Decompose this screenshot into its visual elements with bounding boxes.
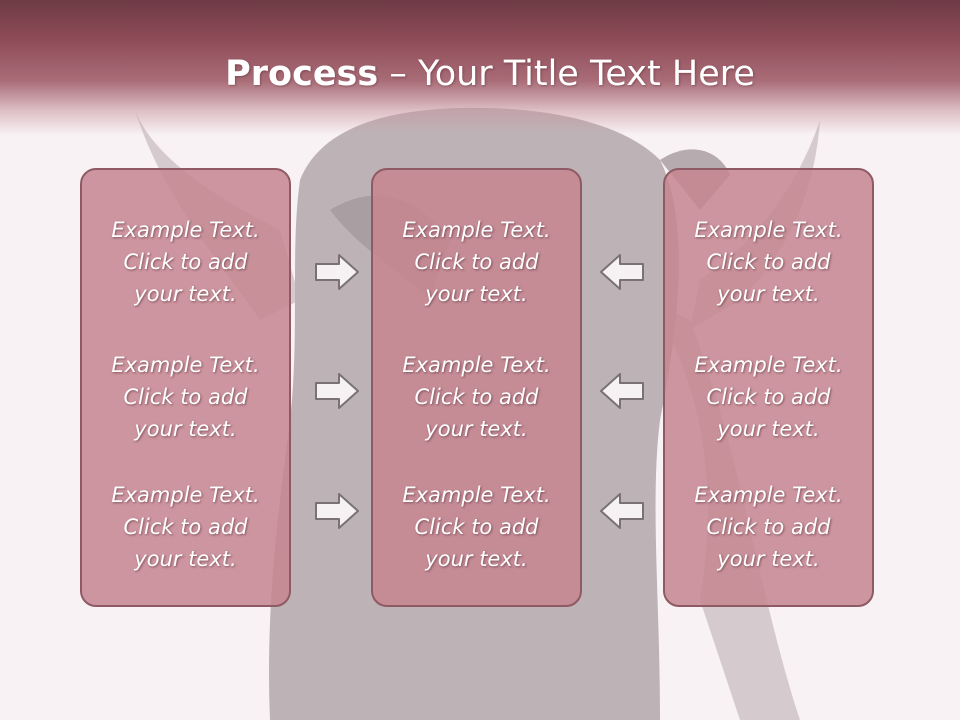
text-line: your text.	[717, 417, 820, 441]
title-bold: Process	[225, 54, 379, 94]
text-line: Example Text.	[111, 353, 260, 377]
text-line: your text.	[425, 282, 528, 306]
text-line: your text.	[717, 547, 820, 571]
text-line: your text.	[134, 417, 237, 441]
text-line: Example Text.	[111, 483, 260, 507]
center-text-panel[interactable]: Example Text. Click to add your text. Ex…	[371, 168, 582, 607]
arrow-left-icon	[600, 493, 644, 529]
text-placeholder[interactable]: Example Text. Click to add your text.	[373, 214, 580, 310]
text-line: Example Text.	[402, 483, 551, 507]
text-line: your text.	[717, 282, 820, 306]
slide-title[interactable]: Process – Your Title Text Here	[0, 52, 960, 96]
text-placeholder[interactable]: Example Text. Click to add your text.	[665, 214, 872, 310]
text-placeholder[interactable]: Example Text. Click to add your text.	[82, 349, 289, 445]
text-placeholder[interactable]: Example Text. Click to add your text.	[82, 214, 289, 310]
text-line: Example Text.	[694, 483, 843, 507]
text-line: your text.	[134, 547, 237, 571]
text-placeholder[interactable]: Example Text. Click to add your text.	[665, 349, 872, 445]
text-line: Click to add	[414, 250, 539, 274]
text-line: your text.	[425, 547, 528, 571]
title-separator: –	[378, 54, 418, 94]
text-placeholder[interactable]: Example Text. Click to add your text.	[82, 479, 289, 575]
title-bar	[0, 0, 960, 135]
text-line: Click to add	[123, 515, 248, 539]
text-line: Click to add	[123, 250, 248, 274]
arrow-left-icon	[600, 254, 644, 290]
arrow-left-icon	[600, 373, 644, 409]
arrow-right-icon	[315, 254, 359, 290]
title-rest: Your Title Text Here	[417, 54, 755, 94]
text-line: Example Text.	[402, 218, 551, 242]
text-line: your text.	[425, 417, 528, 441]
text-line: Click to add	[706, 250, 831, 274]
text-line: Click to add	[123, 385, 248, 409]
text-line: Click to add	[414, 515, 539, 539]
arrow-right-icon	[315, 493, 359, 529]
right-text-panel[interactable]: Example Text. Click to add your text. Ex…	[663, 168, 874, 607]
text-line: Click to add	[706, 515, 831, 539]
text-placeholder[interactable]: Example Text. Click to add your text.	[373, 349, 580, 445]
text-line: Click to add	[414, 385, 539, 409]
text-line: Example Text.	[694, 353, 843, 377]
text-placeholder[interactable]: Example Text. Click to add your text.	[373, 479, 580, 575]
left-text-panel[interactable]: Example Text. Click to add your text. Ex…	[80, 168, 291, 607]
text-line: your text.	[134, 282, 237, 306]
text-line: Example Text.	[111, 218, 260, 242]
text-line: Click to add	[706, 385, 831, 409]
arrow-right-icon	[315, 373, 359, 409]
text-placeholder[interactable]: Example Text. Click to add your text.	[665, 479, 872, 575]
text-line: Example Text.	[694, 218, 843, 242]
text-line: Example Text.	[402, 353, 551, 377]
